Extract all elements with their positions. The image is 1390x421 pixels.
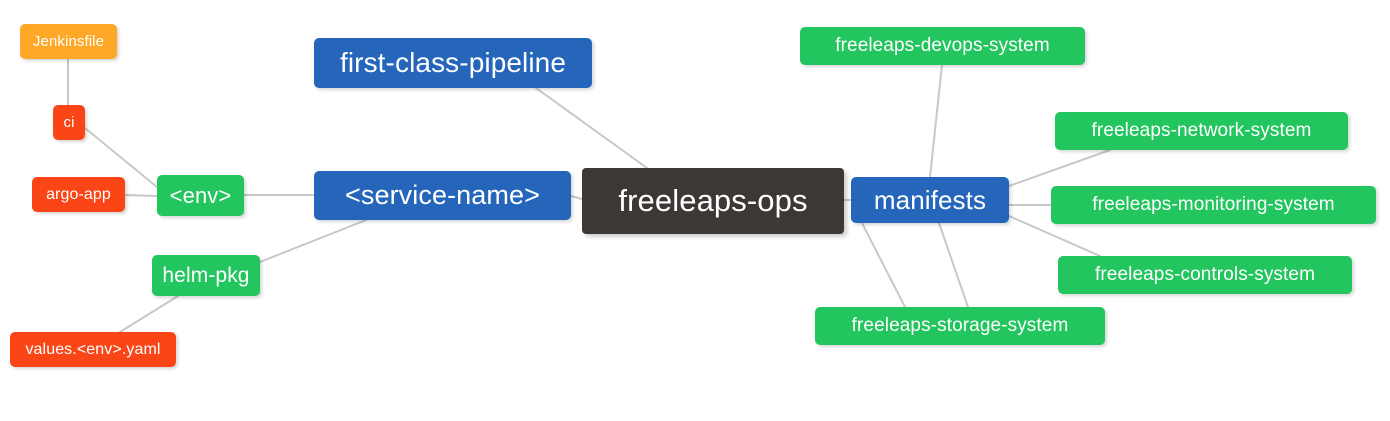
mindmap-edge-manifests-to-freeleaps-storage-system [938,222,969,308]
mindmap-edge-argo-app-to-env [124,194,158,197]
mindmap-node-label: ci [63,114,75,131]
mindmap-node-label: first-class-pipeline [339,47,567,78]
mindmap-node-label: freeleaps-monitoring-system [1092,194,1335,215]
mindmap-node-label: freeleaps-controls-system [1094,264,1316,285]
mindmap-node-label: helm-pkg [162,263,250,287]
mindmap-edge-values-yaml-to-helm-pkg [119,295,179,333]
mindmap-node-values-yaml[interactable]: values.<env>.yaml [10,332,176,367]
mindmap-node-label: freeleaps-network-system [1091,120,1312,141]
mindmap-node-label: values.<env>.yaml [25,340,161,358]
mindmap-node-first-class-pipeline[interactable]: first-class-pipeline [314,38,592,88]
mindmap-node-freeleaps-controls-system[interactable]: freeleaps-controls-system [1058,256,1352,294]
mindmap-node-argo-app[interactable]: argo-app [32,177,125,212]
mindmap-node-label: argo-app [46,185,111,203]
mindmap-node-label: <service-name> [345,180,540,210]
mindmap-node-label: freeleaps-ops [618,183,808,218]
mindmap-node-freeleaps-storage-system[interactable]: freeleaps-storage-system [815,307,1105,345]
mindmap-node-label: freeleaps-devops-system [835,35,1050,56]
mindmap-node-freeleaps-monitoring-system[interactable]: freeleaps-monitoring-system [1051,186,1376,224]
mindmap-edge-service-name-to-freeleaps-ops [570,195,583,200]
mindmap-edge-freeleaps-ops-to-freeleaps-storage-system [861,222,906,308]
mindmap-node-label: Jenkinsfile [32,33,105,50]
mindmap-node-label: freeleaps-storage-system [851,315,1069,336]
mindmap-edge-manifests-to-freeleaps-devops-system [929,64,943,178]
mindmap-edge-helm-pkg-to-service-name [259,219,367,263]
mindmap-edge-manifests-to-freeleaps-network-system [1008,149,1111,187]
mindmap-node-freeleaps-network-system[interactable]: freeleaps-network-system [1055,112,1348,150]
mindmap-node-service-name[interactable]: <service-name> [314,171,571,220]
mindmap-node-jenkinsfile[interactable]: Jenkinsfile [20,24,117,59]
mindmap-node-env[interactable]: <env> [157,175,244,216]
mindmap-node-freeleaps-devops-system[interactable]: freeleaps-devops-system [800,27,1085,65]
mindmap-node-helm-pkg[interactable]: helm-pkg [152,255,260,296]
mindmap-edge-first-class-pipeline-to-freeleaps-ops [535,87,648,169]
mindmap-node-label: <env> [169,182,232,208]
mindmap-node-manifests[interactable]: manifests [851,177,1009,223]
mindmap-node-freeleaps-ops[interactable]: freeleaps-ops [582,168,844,234]
mindmap-node-label: manifests [873,184,987,215]
mindmap-node-ci[interactable]: ci [53,105,85,140]
